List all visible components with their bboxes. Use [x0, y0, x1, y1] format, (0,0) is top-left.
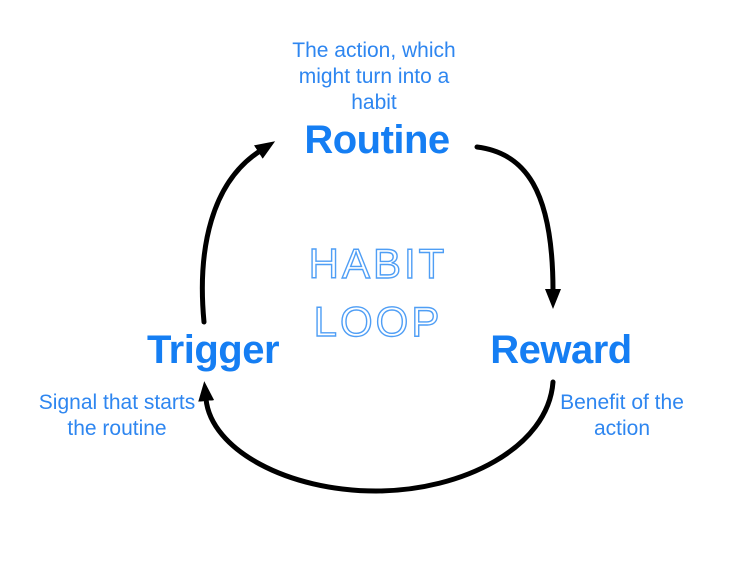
reward-description: Benefit of the action: [560, 390, 684, 442]
description-line: the routine: [67, 417, 167, 440]
description-line: habit: [351, 91, 397, 114]
trigger-description: Signal that starts the routine: [39, 390, 195, 442]
habit-loop-title: HABIT LOOP: [308, 235, 448, 351]
description-line: The action, which: [292, 39, 456, 62]
arrow-reward-to-trigger: [198, 379, 556, 494]
description-line: Benefit of the: [560, 391, 684, 414]
arrow-routine-to-reward: [474, 144, 561, 309]
arrow-trigger-to-routine: [199, 141, 276, 325]
reward-label: Reward: [490, 328, 632, 372]
description-line: action: [593, 417, 651, 440]
description-line: might turn into a: [298, 65, 450, 88]
routine-label: Routine: [304, 118, 450, 162]
routine-description: The action, which might turn into a habi…: [292, 38, 455, 116]
title-line: HABIT: [308, 239, 448, 287]
title-line: LOOP: [313, 297, 443, 345]
description-line: Signal that starts: [38, 391, 196, 414]
trigger-label: Trigger: [146, 328, 280, 372]
